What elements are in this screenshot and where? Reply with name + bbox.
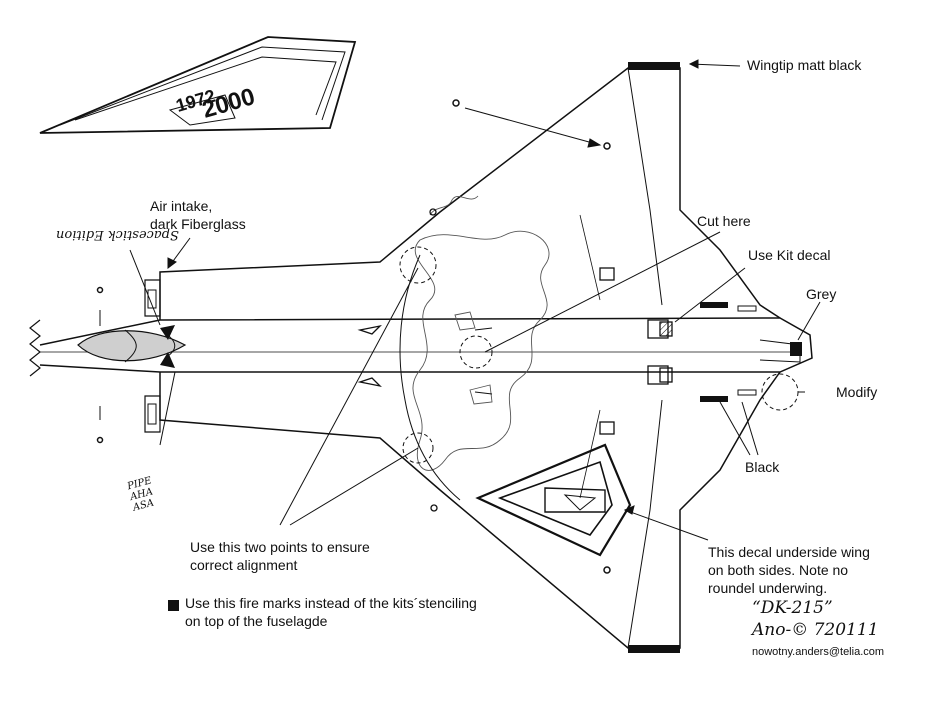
label-alignment: Use this two points to ensure correct al…: [190, 539, 370, 573]
leader-lines: [99, 59, 821, 541]
label-black: Black: [745, 459, 780, 475]
credit-author: Ano-© 720111: [752, 620, 879, 640]
alignment-curve: [399, 254, 461, 501]
underwing-decal: [475, 443, 632, 557]
vertical-fin: 1972 2000: [39, 36, 357, 134]
label-fire-marks: Use this fire marks instead of the kits´…: [185, 595, 477, 629]
dashed-markers: [399, 246, 799, 464]
label-decal-note: This decal underside wing on both sides.…: [708, 544, 870, 596]
label-cut-here: Cut here: [697, 213, 751, 229]
label-wingtip: Wingtip matt black: [747, 57, 862, 73]
credit-model: “DK-215”: [752, 598, 833, 618]
label-air-intake: Air intake, dark Fiberglass: [150, 198, 246, 232]
label-modify: Modify: [836, 384, 878, 400]
delta-wing: [159, 62, 781, 653]
label-use-kit-decal: Use Kit decal: [748, 247, 831, 263]
credit-email: nowotny.anders@telia.com: [752, 646, 885, 658]
fuselage: [29, 317, 813, 377]
handwritten-signature: Spacestick Edition: [56, 227, 179, 242]
label-grey: Grey: [806, 286, 837, 302]
fire-mark-icon: [168, 600, 179, 611]
roundel-markers: [96, 99, 611, 574]
air-intakes: [144, 279, 175, 433]
camouflage-outline: [412, 195, 550, 471]
stencil-details: [357, 208, 673, 512]
